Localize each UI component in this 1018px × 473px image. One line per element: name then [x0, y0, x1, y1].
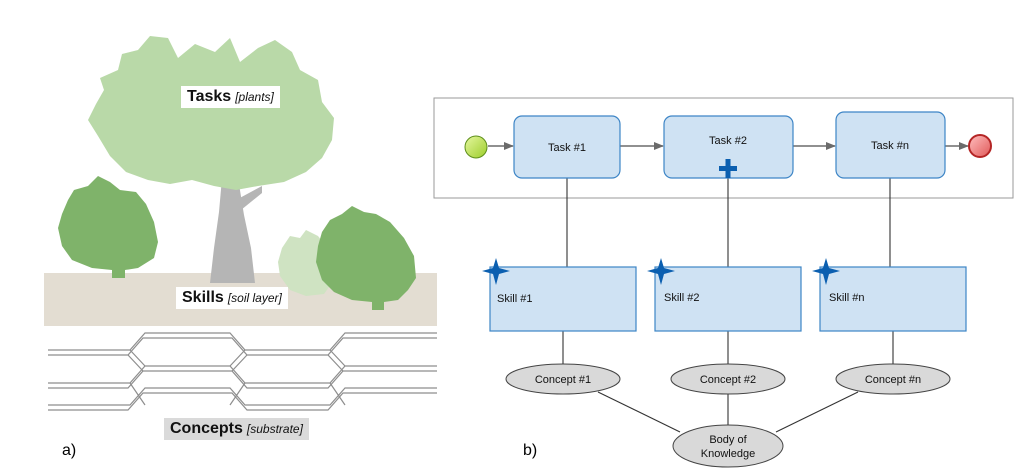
substrate-mesh	[48, 332, 437, 411]
concepts-note: [substrate]	[246, 422, 303, 436]
bush-left	[58, 176, 158, 278]
skills-label: Skills[soil layer]	[176, 287, 288, 309]
body-of-knowledge-ellipse	[672, 424, 784, 468]
tasks-label: Tasks[plants]	[181, 86, 280, 108]
concept-ellipse-1	[505, 363, 621, 395]
bush-right	[316, 206, 416, 310]
concepts-label: Concepts[substrate]	[164, 418, 309, 440]
skill-box-n	[819, 266, 967, 332]
connector-lines	[562, 178, 894, 433]
star-icon	[647, 258, 675, 285]
plus-icon	[719, 159, 737, 178]
skill-label-1: Skill #1	[497, 293, 532, 305]
tasks-note: [plants]	[235, 90, 274, 104]
task-label-2: Task #2	[709, 135, 747, 147]
star-icon	[812, 258, 840, 285]
star-icon	[482, 258, 510, 285]
panel-b-diagram: Task #1 Task #2 Task #n Skill #1 Skill #…	[433, 97, 1014, 468]
tree-crown	[88, 36, 334, 190]
skills-note: [soil layer]	[227, 291, 282, 305]
task-box-1	[513, 115, 621, 179]
task-box-n	[835, 111, 946, 179]
concept-label-2: Concept #2	[700, 374, 756, 386]
task-label-n: Task #n	[871, 140, 909, 152]
concept-label-n: Concept #n	[865, 374, 921, 386]
tasks-title: Tasks	[187, 88, 232, 105]
task-label-1: Task #1	[548, 142, 586, 154]
concepts-title: Concepts	[170, 420, 243, 437]
tree-trunk	[210, 178, 262, 283]
skill-box-2	[654, 266, 802, 332]
concept-ellipse-2	[670, 363, 786, 395]
skill-box-1	[489, 266, 637, 332]
concept-ellipse-n	[835, 363, 951, 395]
skills-title: Skills	[182, 289, 224, 306]
concept-label-1: Concept #1	[535, 374, 591, 386]
panel-a-letter: a)	[62, 442, 77, 459]
start-event	[464, 135, 488, 159]
skill-label-n: Skill #n	[829, 292, 864, 304]
panel-b-letter: b)	[523, 442, 538, 459]
body-of-knowledge-label-line1: Body of	[709, 434, 747, 446]
end-event	[968, 134, 992, 158]
skill-label-2: Skill #2	[664, 292, 699, 304]
body-of-knowledge-label-line2: Knowledge	[701, 448, 755, 460]
